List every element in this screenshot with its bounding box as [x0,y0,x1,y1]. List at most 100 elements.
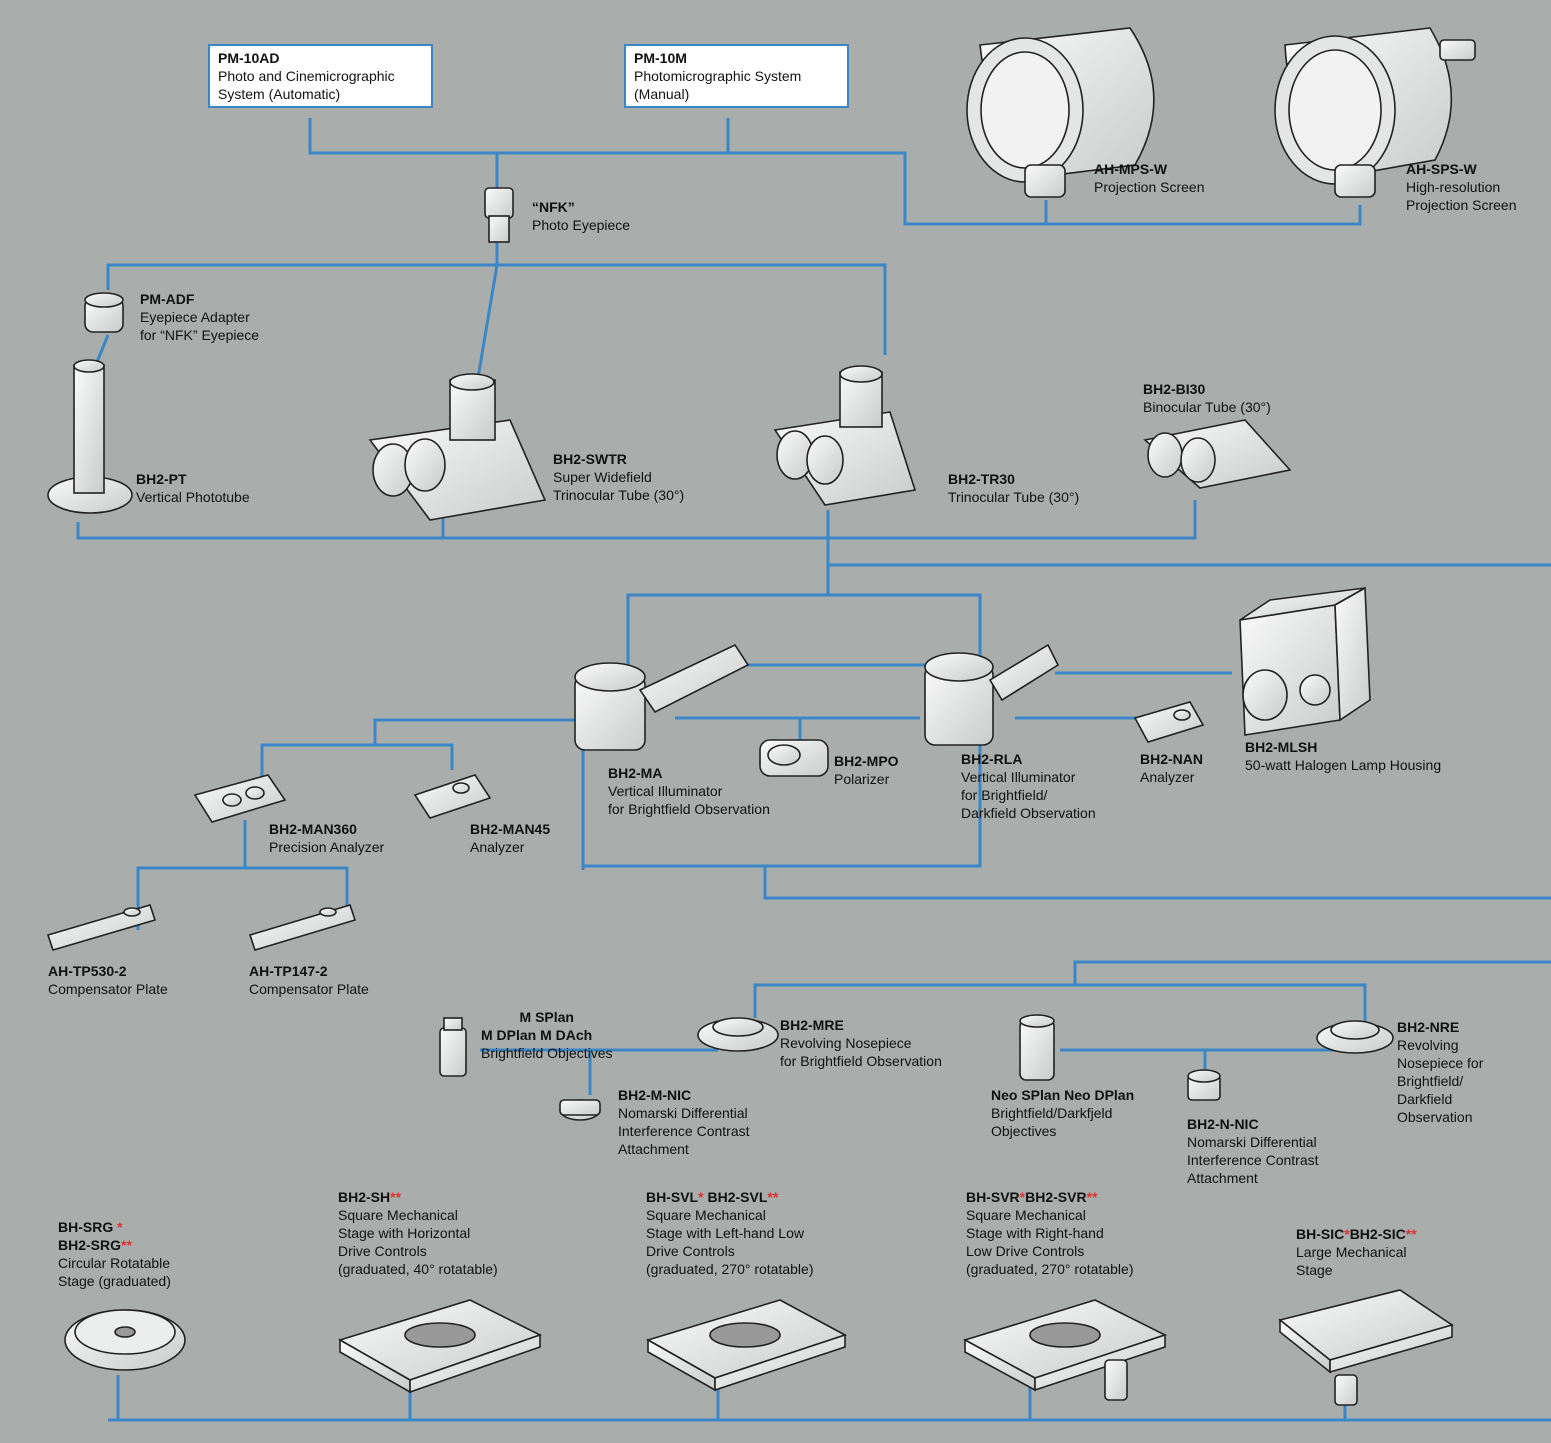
item-desc: Photomicrographic System [634,67,839,85]
item-code: AH-TP530-2 [48,962,168,980]
vertical-illuminator-icon [925,645,1058,745]
label-bh2-n-nic: BH2-N-NIC Nomarski Differential Interfer… [1187,1115,1319,1187]
item-code: BH2-MA [608,764,770,782]
item-desc: Darkfield [1397,1090,1483,1108]
item-code: BH2-SRG [58,1237,121,1253]
item-desc: Attachment [1187,1169,1319,1187]
item-code: BH2-N-NIC [1187,1115,1319,1133]
label-bh2-m-nic: BH2-M-NIC Nomarski Differential Interfer… [618,1086,750,1158]
label-bh-svl: BH-SVL* BH2-SVL** Square Mechanical Stag… [646,1188,814,1278]
item-desc: Nosepiece for [1397,1054,1483,1072]
item-desc: (graduated, 270° rotatable) [646,1260,814,1278]
item-code: M SPlan [481,1008,613,1026]
mechanical-stage-icon [340,1300,540,1392]
item-code: BH2-PT [136,470,250,488]
label-bh2-ma: BH2-MA Vertical Illuminator for Brightfi… [608,764,770,818]
item-desc: Interference Contrast [1187,1151,1319,1169]
compensator-plate-icon [48,905,155,950]
item-desc: (graduated, 270° rotatable) [966,1260,1134,1278]
label-ah-tp530-2: AH-TP530-2 Compensator Plate [48,962,168,998]
item-code: BH2-NRE [1397,1018,1483,1036]
compensator-plate-icon [250,905,355,950]
item-desc: Stage with Horizontal [338,1224,498,1242]
label-bh2-nan: BH2-NAN Analyzer [1140,750,1203,786]
vertical-illuminator-icon [575,645,748,750]
item-desc: Drive Controls [646,1242,814,1260]
asterisk-mark: ** [390,1189,401,1205]
item-desc: Low Drive Controls [966,1242,1134,1260]
item-code: BH-SRG [58,1219,113,1235]
label-bh2-swtr: BH2-SWTR Super Widefield Trinocular Tube… [553,450,684,504]
item-code: AH-SPS-W [1406,160,1517,178]
trinocular-tube-icon [775,366,915,505]
item-code: BH2-SVR [1025,1189,1086,1205]
item-code: BH2-MRE [780,1016,942,1034]
item-code: AH-TP147-2 [249,962,369,980]
item-desc: (graduated, 40° rotatable) [338,1260,498,1278]
item-desc: Stage with Left-hand Low [646,1224,814,1242]
item-desc: Darkfield Observation [961,804,1096,822]
item-code: BH2-BI30 [1143,380,1271,398]
item-desc: Observation [1397,1108,1483,1126]
mechanical-stage-icon [965,1300,1165,1400]
label-bh2-bi30: BH2-BI30 Binocular Tube (30°) [1143,380,1271,416]
trinocular-tube-icon [370,374,545,520]
item-desc: Vertical Phototube [136,488,250,506]
nic-attachment-icon [560,1100,600,1120]
item-code: “NFK” [532,198,630,216]
item-code: BH2-SIC [1350,1226,1406,1242]
phototube-icon [48,360,132,513]
label-bh2-man45: BH2-MAN45 Analyzer [470,820,550,856]
item-desc: Revolving [1397,1036,1483,1054]
item-desc: Square Mechanical [966,1206,1134,1224]
item-code: BH2-MAN360 [269,820,384,838]
item-code: PM-10AD [218,49,423,67]
item-code: BH-SIC [1296,1226,1344,1242]
item-desc: Trinocular Tube (30°) [553,486,684,504]
item-desc: Stage [1296,1261,1417,1279]
label-bh2-mlsh: BH2-MLSH 50-watt Halogen Lamp Housing [1245,738,1441,774]
item-desc: Super Widefield [553,468,684,486]
item-desc: High-resolution [1406,178,1517,196]
label-bh2-mre: BH2-MRE Revolving Nosepiece for Brightfi… [780,1016,942,1070]
item-code: PM-ADF [140,290,259,308]
item-desc: Circular Rotatable [58,1254,171,1272]
item-desc: Large Mechanical [1296,1243,1417,1261]
item-code: BH2-NAN [1140,750,1203,768]
item-desc: Projection Screen [1094,178,1205,196]
label-bh2-mpo: BH2-MPO Polarizer [834,752,899,788]
item-desc: Projection Screen [1406,196,1517,214]
item-desc: Square Mechanical [646,1206,814,1224]
lamp-housing-icon [1240,588,1370,735]
item-desc: Trinocular Tube (30°) [948,488,1079,506]
label-m-splan: M SPlan M DPlan M DAch Brightfield Objec… [481,1008,613,1062]
label-bh2-tr30: BH2-TR30 Trinocular Tube (30°) [948,470,1079,506]
item-code: BH-SVR [966,1189,1020,1205]
item-desc: Interference Contrast [618,1122,750,1140]
item-desc: Brightfield Objectives [481,1044,613,1062]
asterisk-mark: ** [1406,1226,1417,1242]
mechanical-stage-icon [648,1300,845,1390]
item-code: BH2-RLA [961,750,1096,768]
label-bh-svr: BH-SVR*BH2-SVR** Square Mechanical Stage… [966,1188,1134,1278]
label-bh2-rla: BH2-RLA Vertical Illuminator for Brightf… [961,750,1096,822]
label-ah-tp147-2: AH-TP147-2 Compensator Plate [249,962,369,998]
item-desc: Binocular Tube (30°) [1143,398,1271,416]
item-desc: Compensator Plate [249,980,369,998]
label-bh-srg: BH-SRG * BH2-SRG** Circular Rotatable St… [58,1218,171,1290]
item-desc: Vertical Illuminator [608,782,770,800]
item-desc: for Brightfield Observation [608,800,770,818]
label-bh2-man360: BH2-MAN360 Precision Analyzer [269,820,384,856]
pm-10ad-box: PM-10AD Photo and Cinemicrographic Syste… [208,44,433,108]
item-desc: Photo and Cinemicrographic [218,67,423,85]
eyepiece-icon [485,188,513,242]
item-desc: Brightfield/ [1397,1072,1483,1090]
pm-10m-box: PM-10M Photomicrographic System (Manual) [624,44,849,108]
item-desc: Square Mechanical [338,1206,498,1224]
item-desc: Nomarski Differential [618,1104,750,1122]
analyzer-icon [1135,702,1203,742]
label-bh2-nre: BH2-NRE Revolving Nosepiece for Brightfi… [1397,1018,1483,1126]
item-desc: Drive Controls [338,1242,498,1260]
asterisk-mark: ** [1087,1189,1098,1205]
label-bh-sic: BH-SIC*BH2-SIC** Large Mechanical Stage [1296,1225,1417,1279]
